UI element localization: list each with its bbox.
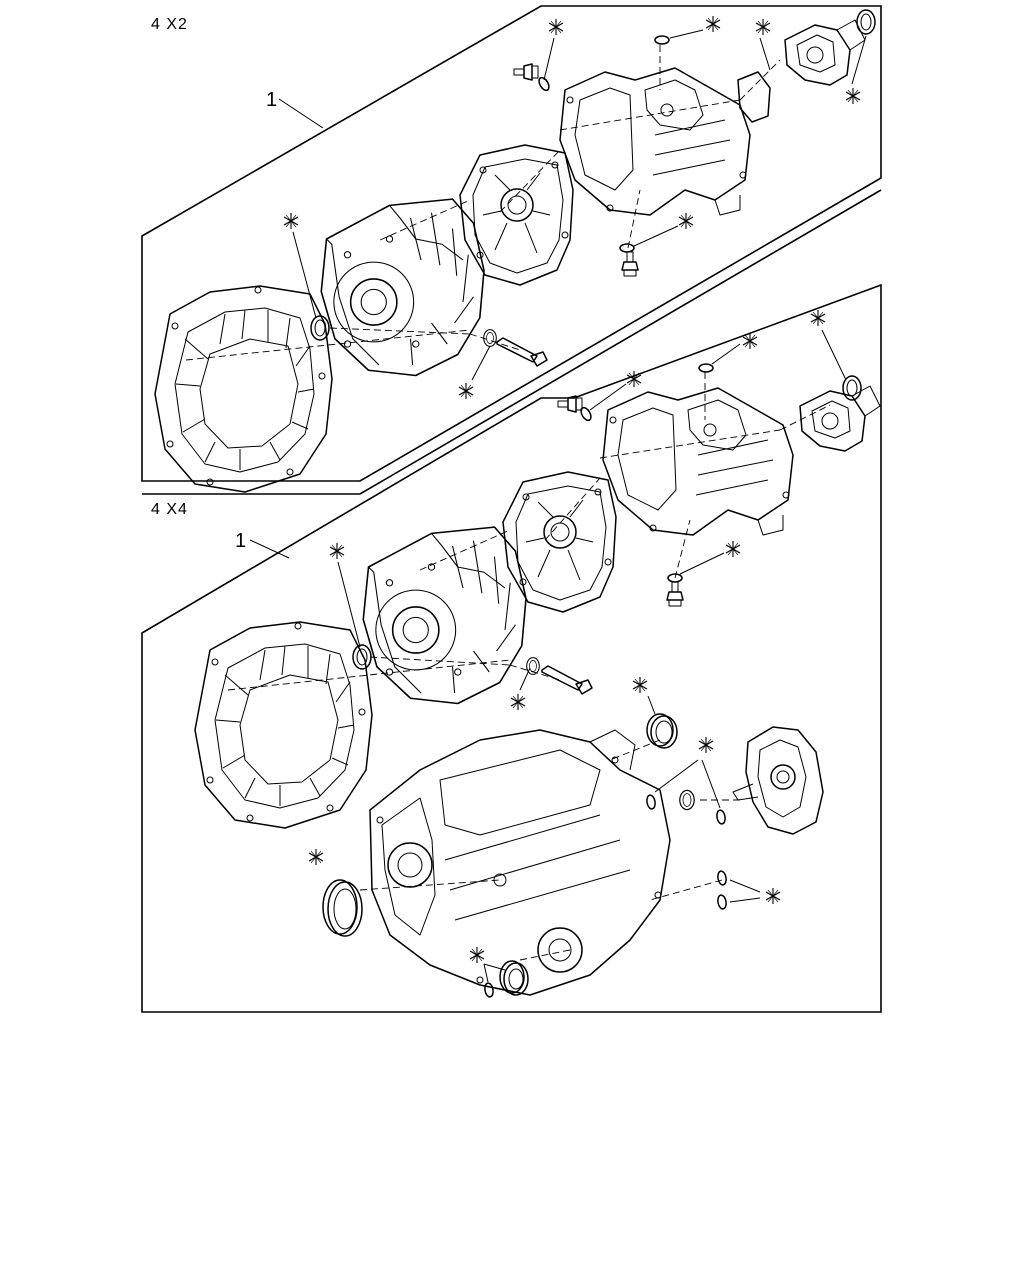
- washer-4x2: [483, 329, 497, 347]
- bolt-4x4: [541, 665, 593, 695]
- rear-seal-4x2: [856, 9, 876, 35]
- callout-leader-4x4: [249, 539, 290, 559]
- marker-asterisk: [725, 540, 741, 558]
- marker-asterisk: [283, 212, 299, 230]
- marker-asterisk: [698, 736, 714, 754]
- oring-rear: [483, 981, 495, 999]
- oring-side-b: [716, 893, 728, 911]
- transmission-case-4x2: [559, 67, 751, 216]
- drain-plug-4x2: [621, 251, 639, 277]
- marker-asterisk: [755, 18, 771, 36]
- transfer-rear-seal: [499, 960, 529, 996]
- adapter-plate-4x4: [502, 471, 617, 613]
- transfer-case: [369, 729, 671, 996]
- bell-housing-4x4: [194, 621, 373, 829]
- gasket-4x2: [737, 71, 771, 123]
- oring-side-a: [716, 869, 728, 887]
- seal-ring-4x4: [352, 644, 372, 670]
- extension-housing-4x2: [784, 19, 866, 86]
- oring-top-4x2: [654, 35, 670, 45]
- marker-asterisk: [678, 212, 694, 230]
- marker-asterisk: [469, 946, 485, 964]
- extension-housing-4x4: [799, 385, 881, 452]
- marker-asterisk: [329, 542, 345, 560]
- fill-plug-4x2: [513, 63, 539, 81]
- marker-asterisk: [632, 676, 648, 694]
- panel-4x2: 4 X2 1: [141, 5, 882, 493]
- marker-asterisk: [458, 382, 474, 400]
- panel-4x4: 4 X4 1: [141, 189, 882, 1013]
- marker-asterisk: [810, 309, 826, 327]
- drain-plug-4x4: [666, 581, 684, 607]
- transfer-front-seal: [322, 879, 363, 937]
- output-seal: [679, 789, 695, 811]
- marker-asterisk: [845, 87, 861, 105]
- adapter-plate-4x2: [459, 144, 574, 286]
- variant-label-4x2: 4 X2: [151, 16, 188, 33]
- callout-number-4x4: 1: [235, 530, 246, 552]
- marker-asterisk: [742, 332, 758, 350]
- bell-housing-4x2: [154, 285, 333, 493]
- oring-output-a: [645, 793, 657, 811]
- marker-asterisk: [765, 887, 781, 905]
- seal-ring-4x2: [310, 315, 330, 341]
- output-housing: [732, 726, 824, 835]
- bolt-4x2: [496, 337, 548, 367]
- transmission-case-4x4: [602, 387, 794, 536]
- oring-side-4x4: [578, 405, 594, 423]
- oring-output-b: [715, 808, 727, 826]
- variant-label-4x4: 4 X4: [151, 501, 188, 518]
- callout-leader-4x2: [278, 98, 324, 129]
- callout-number-4x2: 1: [266, 89, 277, 111]
- front-housing-4x2: [320, 198, 485, 377]
- marker-asterisk: [705, 15, 721, 33]
- marker-asterisk: [626, 370, 642, 388]
- oring-bottom-4x2: [619, 243, 635, 253]
- transfer-input-seal: [646, 713, 678, 749]
- oring-top-4x4: [698, 363, 714, 373]
- marker-asterisk: [308, 848, 324, 866]
- marker-asterisk: [548, 18, 564, 36]
- marker-asterisk: [510, 693, 526, 711]
- front-housing-4x4: [362, 526, 527, 705]
